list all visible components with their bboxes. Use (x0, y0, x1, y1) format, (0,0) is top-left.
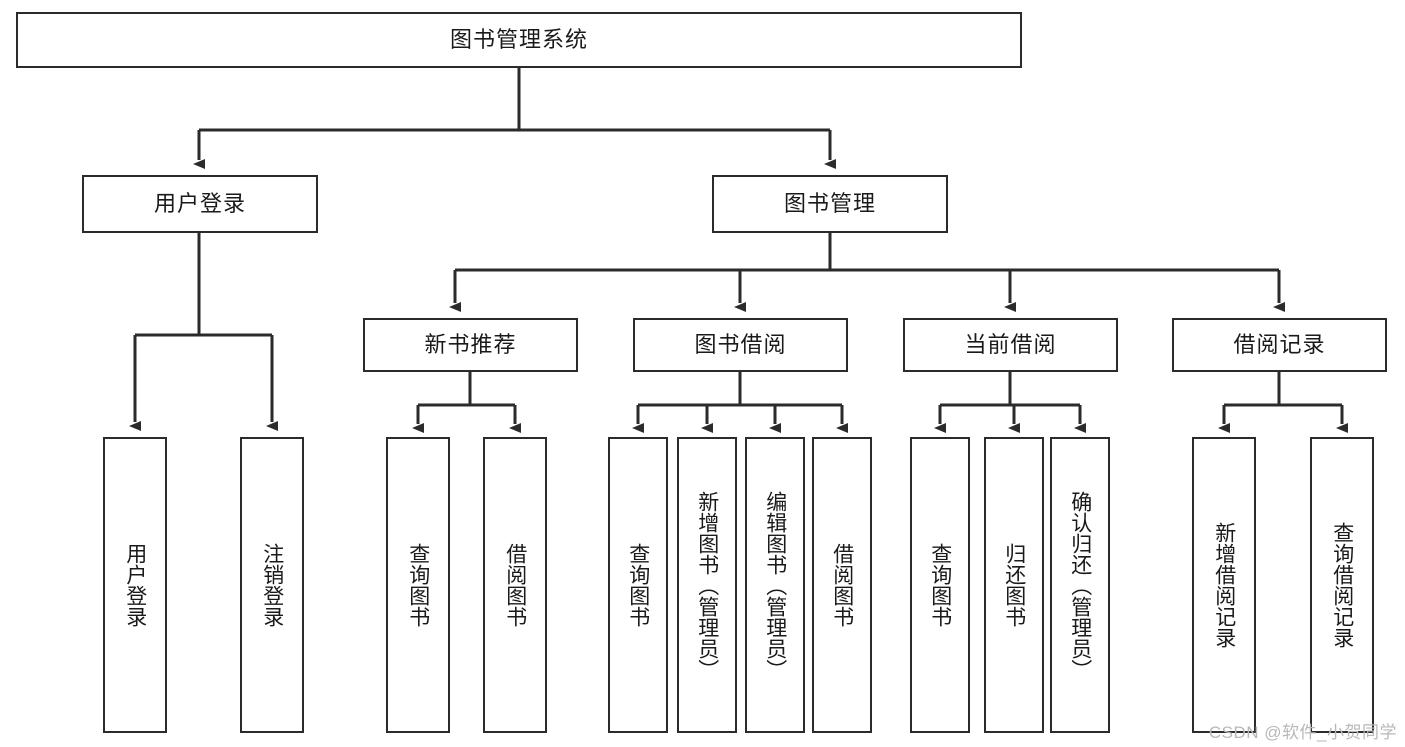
node-borrow-record-label: 借阅记录 (1233, 331, 1326, 357)
leaf-user-logout-label: 注销登录 (260, 543, 284, 627)
leaf-query-book-current-label: 查询图书 (928, 543, 952, 627)
leaf-borrow-book-recommend-label: 借阅图书 (503, 543, 527, 627)
node-book-borrow-label: 图书借阅 (694, 331, 787, 357)
leaf-return-book[interactable]: 归还图书 (984, 437, 1044, 733)
watermark-text: CSDN @软件_小贺同学 (1208, 723, 1397, 742)
leaf-user-login[interactable]: 用户登录 (103, 437, 167, 733)
leaf-user-logout[interactable]: 注销登录 (240, 437, 304, 733)
node-book-manage-label: 图书管理 (783, 190, 876, 216)
leaf-edit-book-label: 编辑图书（管理员） (763, 490, 787, 680)
node-user-login-label: 用户登录 (153, 190, 246, 216)
node-current-borrow-label: 当前借阅 (964, 331, 1057, 357)
node-book-manage[interactable]: 图书管理 (712, 175, 948, 233)
leaf-query-book-recommend-label: 查询图书 (406, 543, 430, 627)
leaf-borrow-book-label: 借阅图书 (830, 543, 854, 627)
leaf-add-borrow-record-label: 新增借阅记录 (1212, 522, 1236, 648)
node-current-borrow[interactable]: 当前借阅 (903, 318, 1118, 372)
node-user-login[interactable]: 用户登录 (82, 175, 318, 233)
leaf-borrow-book-recommend[interactable]: 借阅图书 (483, 437, 547, 733)
node-root[interactable]: 图书管理系统 (16, 12, 1022, 68)
leaf-return-book-label: 归还图书 (1002, 543, 1026, 627)
leaf-borrow-book[interactable]: 借阅图书 (812, 437, 872, 733)
leaf-query-book-recommend[interactable]: 查询图书 (386, 437, 450, 733)
leaf-confirm-return[interactable]: 确认归还（管理员） (1050, 437, 1110, 733)
node-new-book-recommend-label: 新书推荐 (424, 331, 517, 357)
leaf-confirm-return-label: 确认归还（管理员） (1068, 490, 1092, 680)
leaf-query-book-borrow-label: 查询图书 (626, 543, 650, 627)
node-root-label: 图书管理系统 (449, 26, 588, 52)
leaf-add-book[interactable]: 新增图书（管理员） (677, 437, 737, 733)
node-borrow-record[interactable]: 借阅记录 (1172, 318, 1387, 372)
leaf-query-book-borrow[interactable]: 查询图书 (608, 437, 668, 733)
leaf-query-borrow-record[interactable]: 查询借阅记录 (1310, 437, 1374, 733)
leaf-add-book-label: 新增图书（管理员） (695, 490, 719, 680)
leaf-add-borrow-record[interactable]: 新增借阅记录 (1192, 437, 1256, 733)
leaf-query-borrow-record-label: 查询借阅记录 (1330, 522, 1354, 648)
leaf-user-login-label: 用户登录 (123, 543, 147, 627)
node-book-borrow[interactable]: 图书借阅 (633, 318, 848, 372)
leaf-query-book-current[interactable]: 查询图书 (910, 437, 970, 733)
leaf-edit-book[interactable]: 编辑图书（管理员） (745, 437, 805, 733)
node-new-book-recommend[interactable]: 新书推荐 (363, 318, 578, 372)
